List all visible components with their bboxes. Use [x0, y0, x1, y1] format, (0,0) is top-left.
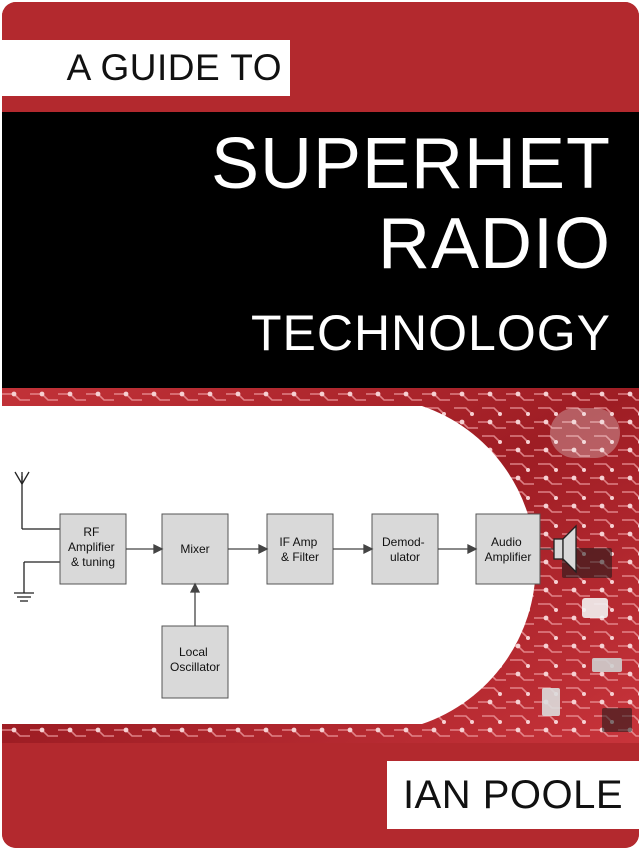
title-line-2: RADIO — [377, 204, 611, 284]
guide-label-box: A GUIDE TO — [2, 40, 290, 96]
local-oscillator-block — [161, 625, 229, 699]
rf-amplifier-block — [59, 513, 127, 585]
audio-amplifier-block — [475, 513, 541, 585]
block-diagram: RF Amplifier & tuning Mixer IF Amp & Fil… — [2, 406, 577, 724]
speaker-icon — [553, 524, 577, 574]
title-line-3: TECHNOLOGY — [250, 305, 611, 361]
title-band — [2, 112, 639, 388]
audio-block-label: Audio Amplifier — [485, 535, 532, 564]
guide-label: A GUIDE TO — [66, 47, 282, 88]
lo-block-label: Local Oscillator — [170, 645, 220, 674]
ground-icon — [14, 561, 60, 602]
if-block-label: IF Amp & Filter — [279, 535, 320, 564]
title-line-1: SUPERHET — [210, 124, 611, 204]
demod-block-label: Demod- ulator — [382, 535, 428, 564]
antenna-icon — [14, 471, 60, 530]
demodulator-block — [371, 513, 439, 585]
rf-block-label: RF Amplifier & tuning — [68, 525, 118, 569]
author-box: IAN POOLE — [387, 761, 639, 829]
if-amp-filter-block — [266, 513, 334, 585]
author-name: IAN POOLE — [402, 772, 624, 817]
mixer-block — [161, 513, 229, 585]
mixer-block-label: Mixer — [180, 542, 209, 556]
